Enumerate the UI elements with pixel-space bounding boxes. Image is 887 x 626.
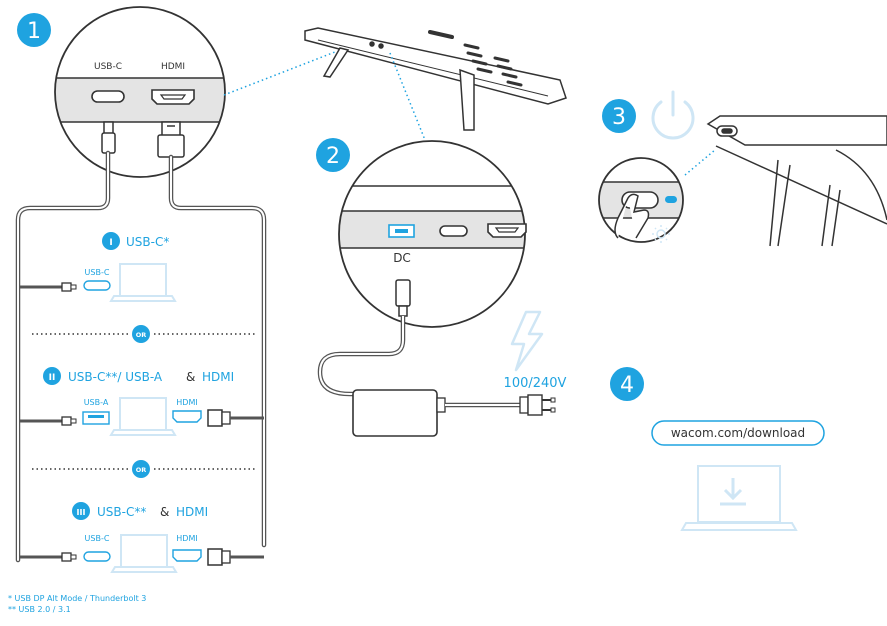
- power-icon: [651, 90, 695, 140]
- or-separator-2: OR: [32, 460, 255, 478]
- download-laptop-icon: [680, 465, 798, 531]
- option-2-label-b: HDMI: [202, 370, 234, 384]
- svg-text:II: II: [49, 373, 56, 383]
- svg-text:USB-C: USB-C: [85, 268, 110, 277]
- step-3-badge: 3: [602, 99, 636, 133]
- hdmi-port-label: HDMI: [161, 62, 185, 72]
- hdmi-port-icon: [487, 223, 527, 238]
- usb-c-port-icon: [91, 90, 125, 103]
- step-1-ports-circle: USB-C HDMI: [54, 6, 226, 178]
- hdmi-port-icon: [151, 89, 195, 105]
- option-1-header: I USB-C*: [102, 232, 169, 250]
- tablet-illustration: [304, 27, 567, 131]
- svg-text:&: &: [160, 505, 169, 519]
- voltage-label: 100/240V: [504, 376, 567, 391]
- svg-text:HDMI: HDMI: [176, 534, 197, 543]
- or-separator-1: OR: [32, 325, 255, 343]
- download-url: wacom.com/download: [671, 426, 805, 440]
- tablet-side: [706, 115, 887, 247]
- power-button-circle: [598, 157, 684, 243]
- svg-text:OR: OR: [136, 466, 147, 474]
- usb-c-port-icon: [83, 551, 111, 562]
- power-brick: [352, 389, 438, 437]
- svg-text:USB-A: USB-A: [84, 398, 109, 407]
- step-1-number: 1: [27, 19, 41, 44]
- finger-icon: [614, 193, 650, 239]
- dc-label: DC: [393, 251, 411, 265]
- hdmi-port-icon: [172, 410, 202, 423]
- step-4-number: 4: [620, 373, 634, 398]
- step-2-ports-circle: DC: [338, 140, 527, 328]
- power-bolt-icon: [510, 310, 544, 372]
- option-3-label-a: USB-C**: [97, 505, 146, 519]
- option-1-laptop: USB-C: [20, 263, 177, 302]
- hdmi-port-icon: [172, 549, 202, 562]
- option-2-laptop: USB-A HDMI: [20, 397, 264, 436]
- svg-text:USB-C: USB-C: [85, 534, 110, 543]
- step-3-number: 3: [612, 105, 626, 130]
- svg-text:I: I: [109, 238, 112, 248]
- power-led: [665, 196, 677, 203]
- option-3-laptop: USB-C HDMI: [20, 534, 264, 573]
- option-3-header: III USB-C** & HDMI: [72, 502, 208, 520]
- svg-text:HDMI: HDMI: [176, 398, 197, 407]
- option-2-header: II USB-C**/ USB-A & HDMI: [43, 367, 234, 385]
- svg-text:&: &: [186, 370, 195, 384]
- step-4-badge: 4: [610, 367, 644, 401]
- footnote-1: * USB DP Alt Mode / Thunderbolt 3: [8, 594, 146, 603]
- svg-text:III: III: [77, 508, 86, 517]
- download-link[interactable]: wacom.com/download: [651, 420, 825, 446]
- option-2-label-a: USB-C**/ USB-A: [68, 370, 163, 384]
- step-1-plugs: [101, 121, 185, 158]
- power-adapter: [395, 279, 411, 317]
- step-1-badge: 1: [17, 13, 51, 47]
- footnote-2: ** USB 2.0 / 3.1: [8, 605, 71, 614]
- svg-text:OR: OR: [136, 331, 147, 339]
- option-1-label: USB-C*: [126, 235, 169, 249]
- option-3-label-b: HDMI: [176, 505, 208, 519]
- step-1-cables: [15, 150, 267, 563]
- usb-c-port-label: USB-C: [94, 62, 122, 72]
- usb-c-port-icon: [439, 225, 468, 237]
- step-2-number: 2: [326, 144, 340, 169]
- step-2-badge: 2: [316, 138, 350, 172]
- usb-c-port-icon: [83, 280, 111, 291]
